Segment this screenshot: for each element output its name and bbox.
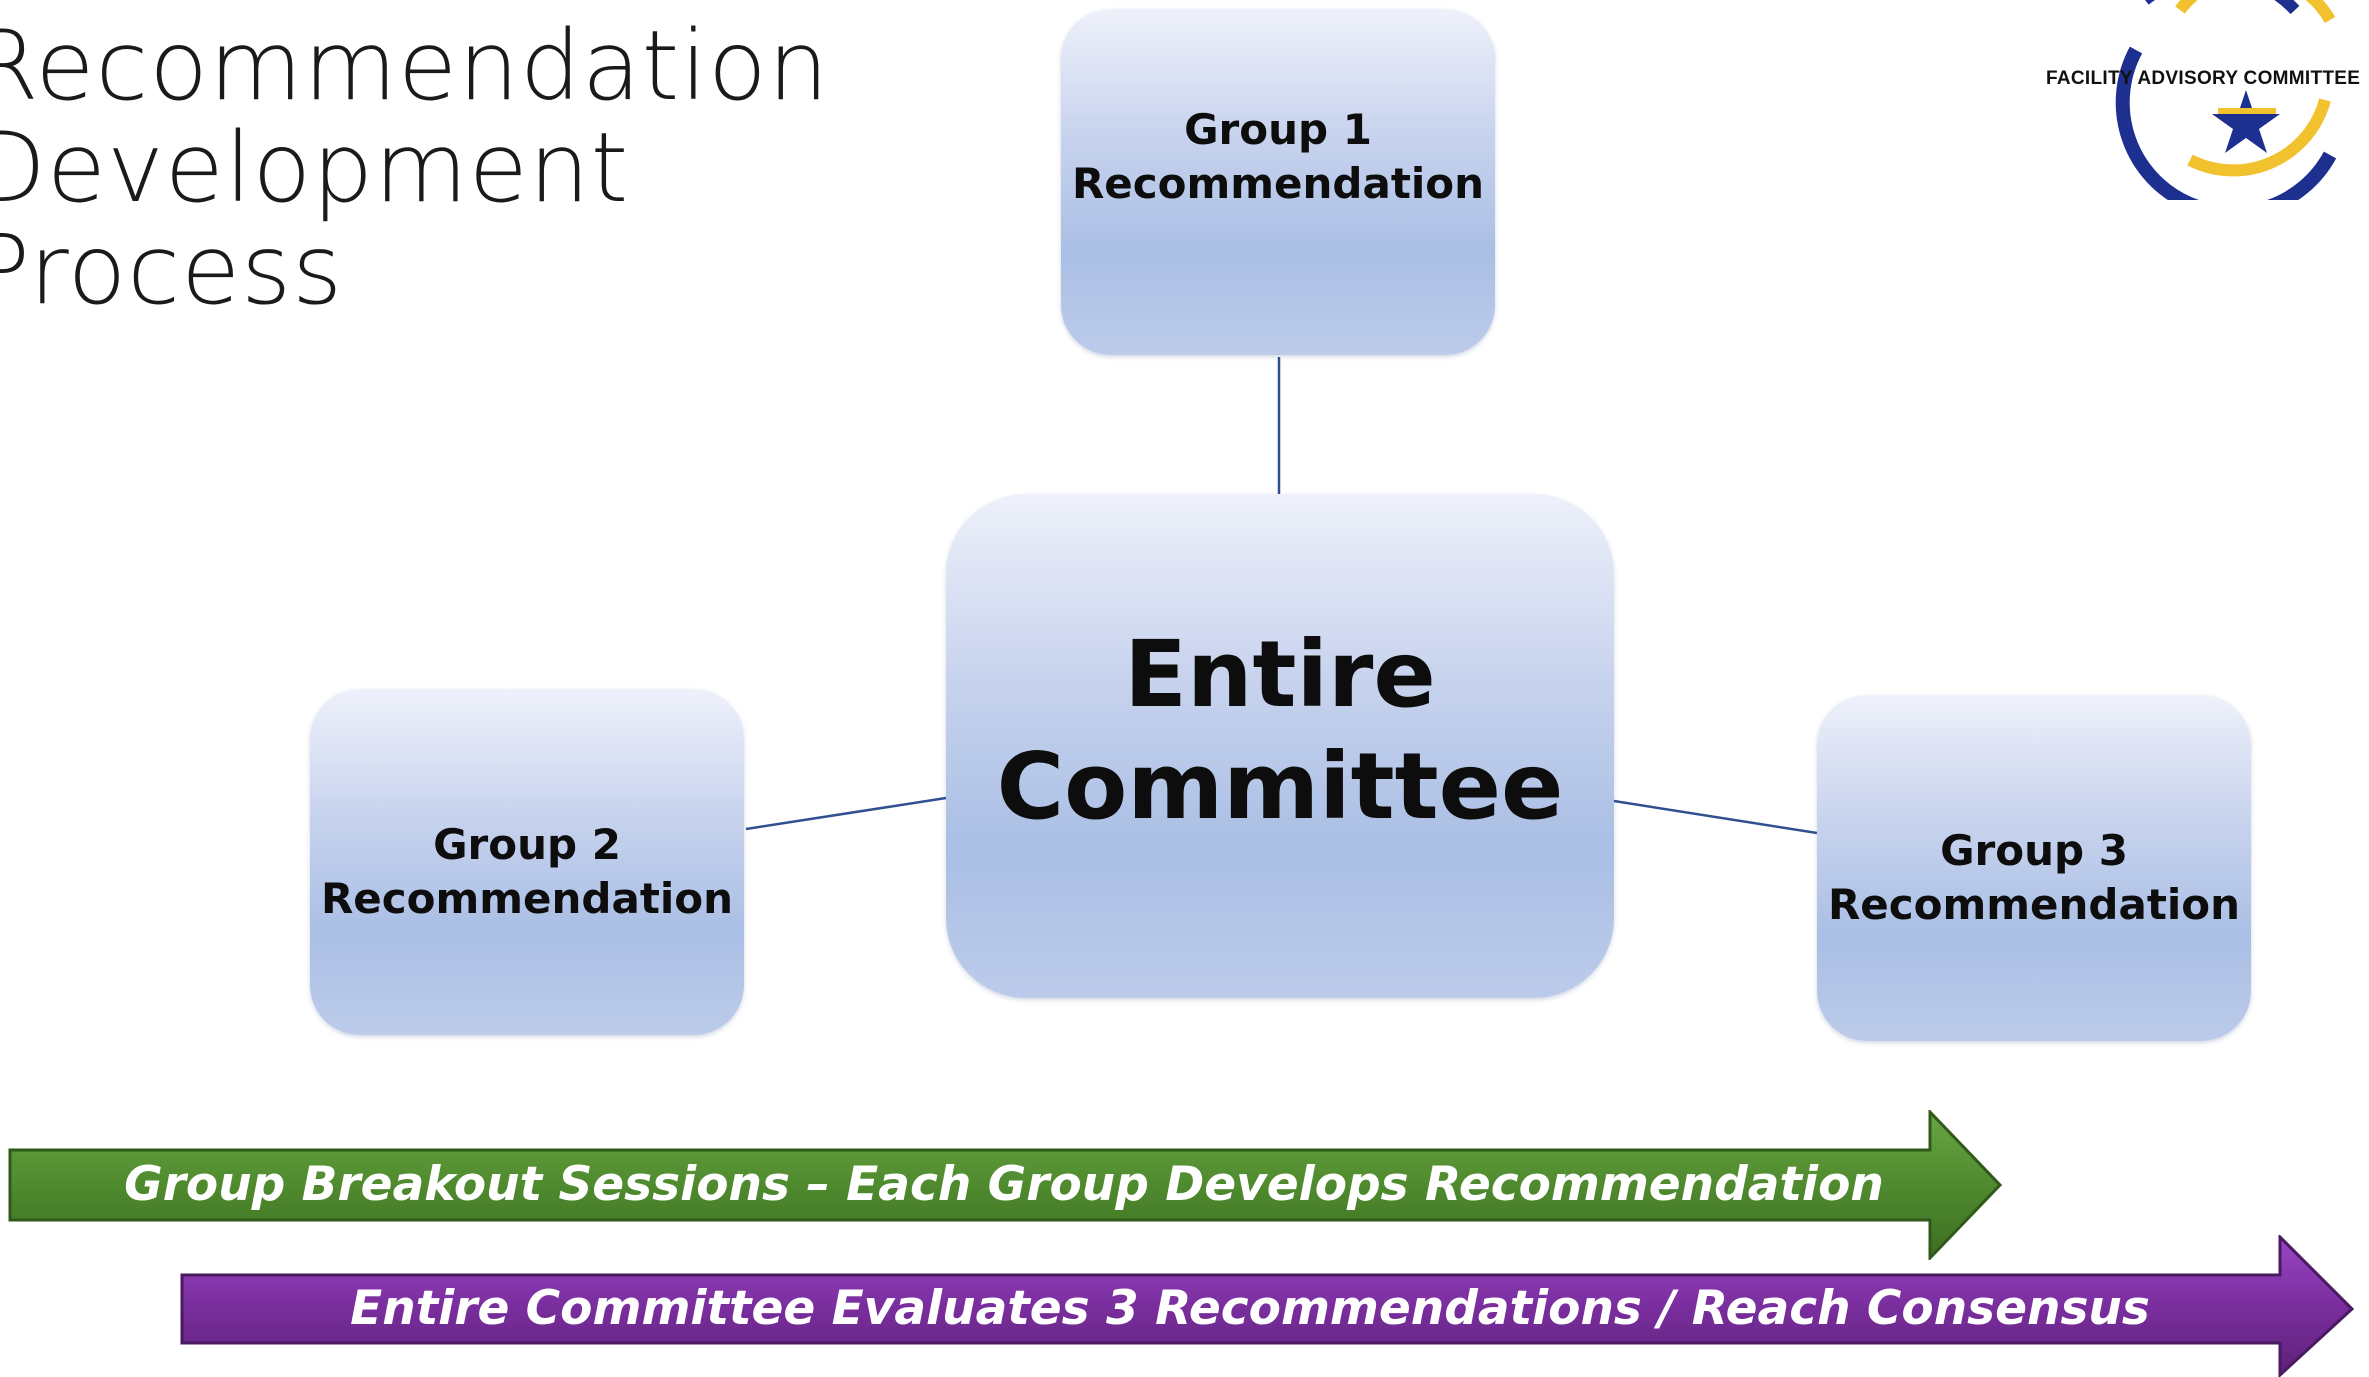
group-2-sublabel: Recommendation (320, 874, 734, 923)
slide-title-line-1: Recommendation (0, 10, 830, 122)
group-3-sublabel: Recommendation (1827, 880, 2241, 929)
group-2-recommendation-node: Group 2 Recommendation (310, 689, 744, 1035)
entire-committee-node: Entire Committee (946, 494, 1614, 998)
group-1-label: Group 1 (1184, 105, 1372, 154)
group-3-recommendation-node: Group 3 Recommendation (1817, 695, 2251, 1041)
group-1-sublabel: Recommendation (1071, 159, 1485, 208)
connector-group3 (1613, 799, 1818, 835)
star-logo-icon (2115, 0, 2337, 200)
logo-text: FACILITY ADVISORY COMMITTEE (2046, 68, 2361, 89)
evaluate-arrow-label: Entire Committee Evaluates 3 Recommendat… (350, 1281, 2150, 1336)
breakout-arrow (8, 1110, 2003, 1260)
entire-committee-label-1: Entire (1124, 621, 1436, 728)
entire-committee-label-2: Committee (996, 733, 1564, 840)
group-2-label: Group 2 (433, 820, 621, 869)
group-3-label: Group 3 (1940, 826, 2128, 875)
breakout-arrow-label: Group Breakout Sessions – Each Group Dev… (124, 1157, 1884, 1212)
slide-title-line-3: Process (0, 214, 344, 326)
slide-title-line-2: Development (0, 112, 630, 224)
evaluate-arrow (180, 1235, 2355, 1377)
connector-group2 (745, 796, 947, 831)
group-1-recommendation-node: Group 1 Recommendation (1061, 9, 1495, 355)
